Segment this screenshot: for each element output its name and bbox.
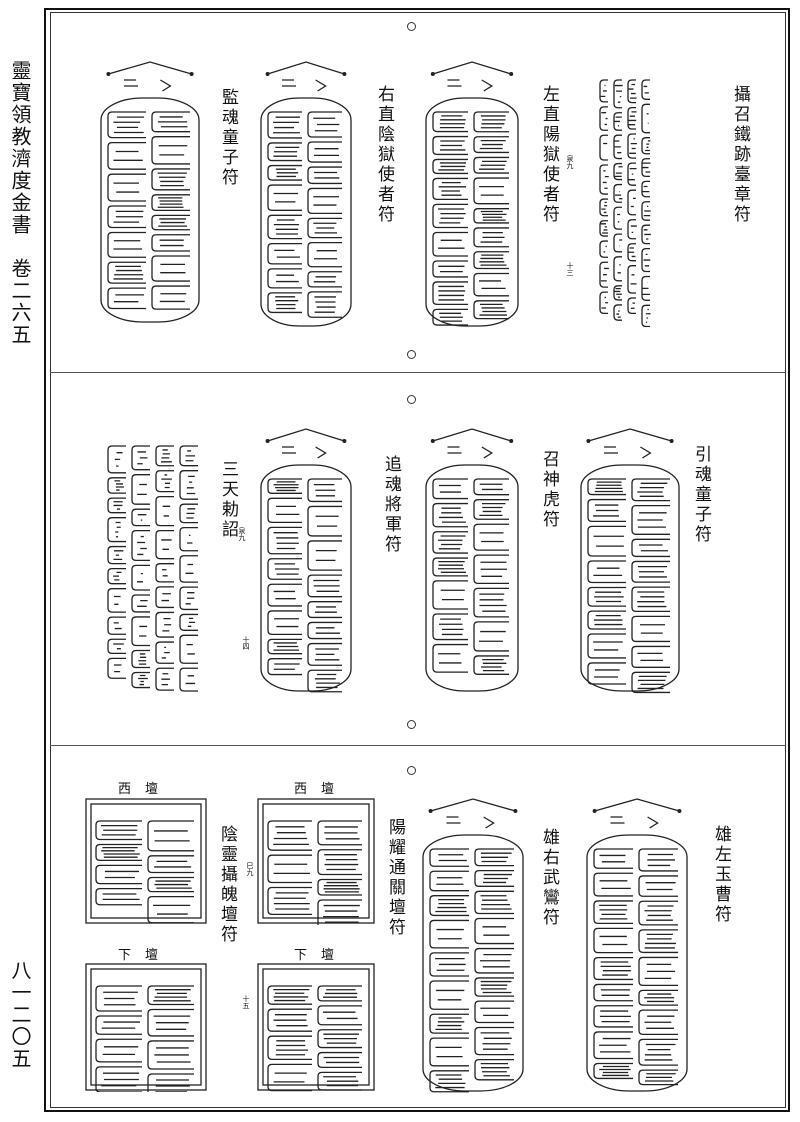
talisman-seal-drawing bbox=[423, 425, 521, 695]
block-note: 泉九 bbox=[566, 155, 574, 169]
talisman-label: 攝召鐵跡臺章符 bbox=[730, 85, 750, 225]
block-note: 十四 bbox=[242, 636, 250, 650]
panel-divider bbox=[50, 372, 786, 373]
block-note: 巳九 bbox=[246, 862, 254, 876]
talisman-label: 右直陰獄使者符 bbox=[374, 85, 394, 225]
talisman-seal-drawing bbox=[98, 58, 202, 326]
binding-hole-icon bbox=[407, 766, 416, 775]
panel-divider bbox=[50, 745, 786, 746]
block-note: 十五 bbox=[242, 995, 250, 1009]
page-outer-frame bbox=[44, 8, 790, 1112]
talisman-label: 三天勅詔 bbox=[218, 460, 238, 540]
altar-header: 下壇 bbox=[118, 948, 173, 963]
talisman-seal-drawing bbox=[423, 58, 521, 330]
altar-seal-box bbox=[256, 962, 376, 1092]
talisman-seal-drawing bbox=[98, 428, 210, 693]
talisman-label: 雄左玉曹符 bbox=[711, 825, 731, 925]
book-title-margin: 靈寶領教濟度金書 卷二六五 bbox=[6, 60, 35, 346]
talisman-label: 引魂童子符 bbox=[691, 445, 711, 545]
altar-seal-box bbox=[84, 962, 208, 1092]
talisman-seal-drawing bbox=[578, 425, 682, 695]
binding-hole-icon bbox=[407, 22, 416, 31]
altar-seal-box bbox=[256, 797, 376, 925]
altar-header: 西壇 bbox=[118, 782, 173, 797]
block-note: 泉九 bbox=[238, 527, 246, 541]
altar-seal-box bbox=[84, 797, 208, 925]
talisman-seal-drawing bbox=[584, 795, 690, 1095]
talisman-label: 陽耀通關壇符 bbox=[385, 818, 405, 938]
book-title: 靈寶領教濟度金書 bbox=[8, 60, 32, 236]
talisman-label: 陰靈攝魄壇符 bbox=[217, 825, 237, 945]
talisman-label: 追魂將軍符 bbox=[381, 455, 401, 555]
talisman-label: 召神虎符 bbox=[539, 450, 559, 530]
block-note: 十三 bbox=[566, 262, 574, 276]
volume-number: 卷二六五 bbox=[8, 258, 32, 346]
talisman-seal-drawing bbox=[420, 795, 526, 1095]
talisman-label: 雄右武鸞符 bbox=[539, 828, 559, 928]
binding-hole-icon bbox=[407, 720, 416, 729]
talisman-seal-drawing bbox=[590, 62, 662, 327]
altar-header: 下壇 bbox=[294, 948, 349, 963]
page-inner-frame bbox=[50, 12, 786, 1108]
page-number: 八一二〇五 bbox=[8, 960, 32, 1070]
talisman-label: 左直陽獄使者符 bbox=[539, 85, 559, 225]
talisman-seal-drawing bbox=[258, 58, 354, 330]
binding-hole-icon bbox=[407, 395, 416, 404]
talisman-label: 監魂童子符 bbox=[218, 88, 238, 188]
altar-header: 西壇 bbox=[294, 782, 349, 797]
talisman-seal-drawing bbox=[258, 425, 354, 695]
binding-hole-icon bbox=[407, 350, 416, 359]
